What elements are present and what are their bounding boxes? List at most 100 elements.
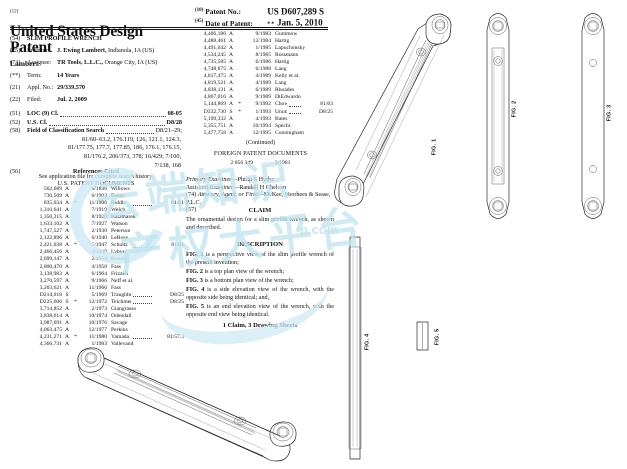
reference-star — [236, 38, 243, 45]
reference-patent-number: 2,122,896 — [39, 235, 62, 242]
reference-star — [236, 59, 243, 66]
reference-kind-code: A — [64, 326, 70, 333]
reference-date: 1/1983 — [91, 341, 107, 348]
reference-inventor-name: Welch — [111, 207, 126, 214]
reference-date: 12/1972 — [88, 298, 107, 305]
reference-patent-number: 562,689 — [43, 186, 62, 192]
attorney-line: (74) Attorney, Agent, or Firm—McKee, Voo… — [186, 192, 331, 206]
reference-star — [72, 285, 79, 292]
reference-star — [236, 130, 243, 137]
reference-date: 4/1989 — [255, 80, 271, 87]
biblio-row-filed: (22) Filed: Jul. 2, 2009 — [10, 96, 182, 105]
reference-kind-code: A — [64, 242, 70, 249]
reference-patent-number: 3,838,614 — [39, 312, 62, 319]
reference-star: * — [74, 242, 77, 249]
reference-inventor-name: Traughber — [111, 291, 131, 298]
reference-star — [236, 45, 243, 52]
reference-patent-number: 5,144,869 — [203, 101, 226, 108]
loc-class-row: (51) LOC (9) Cl. 08-05 — [10, 110, 182, 119]
reference-date: 11/1980 — [88, 333, 107, 340]
reference-inventor-name: Frizzell — [111, 270, 129, 277]
reference-kind-code: S — [65, 298, 69, 305]
foreign-number: 2 056 349 — [230, 160, 253, 166]
reference-patent-number: 2,699,147 — [39, 256, 62, 263]
reference-star — [236, 123, 243, 130]
claim-heading: CLAIM — [248, 207, 272, 214]
reference-date: 7/1927 — [91, 221, 107, 228]
reference-inventor-name: Watson — [111, 221, 128, 228]
reference-patent-number: 5,477,758 — [203, 129, 226, 136]
figure-description-paragraph: FIG. 3 is a bottom plan view of the wren… — [186, 278, 334, 286]
figure-description-paragraph: FIG. 5 is an end elevation view of the w… — [186, 304, 334, 319]
reference-patent-number: 4,534,245 — [203, 52, 226, 59]
reference-patent-number: 3,987,691 — [39, 319, 62, 326]
reference-inventor-name: Neff et al. — [111, 277, 134, 284]
reference-inventor-name: Gummow — [275, 31, 298, 37]
reference-dot-leader — [289, 101, 301, 107]
reference-star — [72, 249, 79, 256]
uscl-value: D8/28 — [166, 118, 182, 126]
reference-patent-number: 5,199,332 — [203, 115, 226, 122]
biblio-code-73: (73) — [10, 59, 21, 67]
references-code: (56) — [10, 168, 21, 175]
biblio-row-title: (54) SLIM PROFILE WRENCH — [10, 35, 182, 44]
assignee-label: Assignee: — [27, 59, 52, 67]
reference-inventor-name: Savage — [111, 319, 128, 326]
biblio-code-22: (22) — [10, 95, 21, 103]
reference-kind-code: A — [228, 87, 234, 94]
reference-date: 1/1993 — [255, 108, 271, 115]
patent-no-code: (10) — [195, 8, 204, 13]
reference-kind-code: A — [228, 129, 234, 136]
filed-label: Filed: — [27, 95, 42, 103]
reference-inventor-name: Katzmarek — [111, 214, 136, 221]
reference-patent-number: 4,231,271 — [39, 333, 62, 340]
date-label: Date of Patent: — [205, 18, 253, 28]
reference-date: 12/1995 — [252, 129, 271, 136]
biblio-code-21: (21) — [10, 83, 21, 91]
reference-inventor-name: Vallevand — [111, 341, 134, 348]
reference-date: 9/1966 — [91, 277, 107, 284]
reference-dot-leader — [132, 334, 152, 340]
reference-patent-number: 4,366,731 — [39, 341, 62, 348]
figure-description-text: is an end elevation view of the wrench, … — [186, 304, 334, 318]
reference-date: 2/1954 — [91, 256, 107, 263]
figure-description-label: FIG. 4 — [186, 287, 205, 294]
reference-patent-number: 4,488,461 — [203, 38, 226, 45]
reference-date: 8/1920 — [91, 214, 107, 221]
examiner-block: Primary Examiner—Philip S Hyder Assistan… — [186, 177, 334, 207]
reference-date: 1/1985 — [255, 45, 271, 52]
see-application-note: See application file for complete search… — [38, 173, 154, 180]
reference-classification: D8/25 — [170, 291, 184, 298]
inventor-label: Inventor: — [27, 47, 50, 55]
reference-star — [72, 278, 79, 285]
reference-star — [236, 80, 243, 87]
reference-inventor-name: Riddle — [111, 200, 126, 207]
reference-star: * — [74, 298, 77, 305]
reference-inventor-name: Unutls — [275, 108, 287, 115]
reference-kind-code: A — [64, 277, 70, 284]
reference-star — [236, 87, 243, 94]
reference-kind-code: A — [64, 228, 70, 235]
reference-inventor-name: Odendall — [111, 312, 132, 319]
reference-patent-number: 2,466,456 — [39, 249, 62, 256]
date-code: (45) — [195, 19, 204, 25]
reference-date: 6/1986 — [255, 59, 271, 66]
reference-star: * — [74, 200, 77, 207]
reference-date: 2/1973 — [91, 305, 107, 312]
reference-inventor-name: Giangrasso — [111, 305, 137, 312]
field-search-row: (58) Field of Classification Search D8/2… — [10, 127, 182, 136]
reference-kind-code: A — [228, 38, 234, 45]
primary-examiner-line: Primary Examiner—Philip S Hyder — [186, 177, 274, 183]
reference-patent-number: 4,867,016 — [203, 94, 226, 101]
